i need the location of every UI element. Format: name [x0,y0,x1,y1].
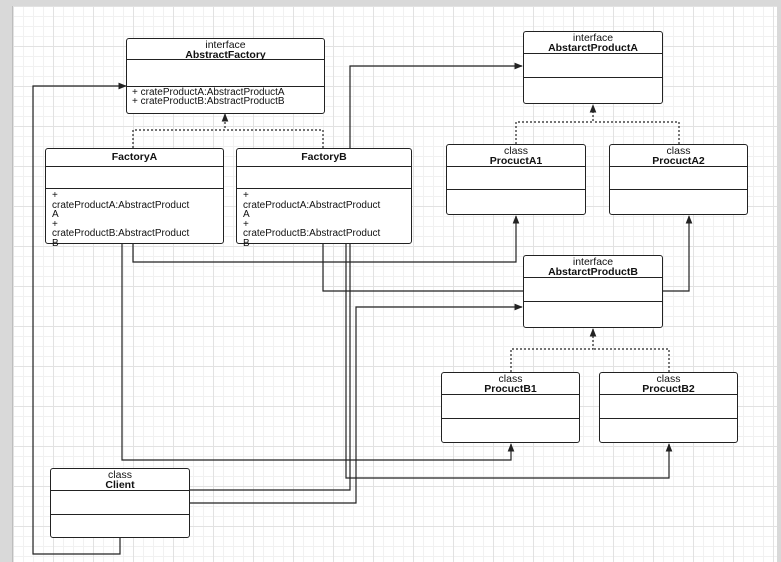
assoc-factoryb-producta2 [322,215,693,292]
client-box[interactable]: class Client [50,468,190,538]
abstract-factory-name: AbstractFactory [185,49,266,61]
assoc-client-abstractproductb [188,303,523,504]
factory-a-ops: + crateProductA:AbstractProduct A + crat… [52,190,190,249]
client-stereotype: class [108,469,132,481]
abstract-factory-ops: + crateProductA:AbstractProductA + crate… [132,87,285,107]
factory-a-name: FactoryA [111,151,158,163]
product-a1-stereotype: class [504,145,528,157]
assoc-factorya-producta1 [132,215,520,263]
product-a2-box[interactable]: class ProcuctA2 [609,144,748,215]
abstract-product-b-box[interactable]: interface AbstarctProductB [523,255,663,328]
factory-b-ops: + crateProductA:AbstractProduct A + crat… [243,190,381,249]
assoc-factoryb-productb2 [345,243,673,479]
factory-a-box[interactable]: FactoryA + crateProductA:AbstractProduct… [45,148,224,248]
assoc-client-abstractfactory [32,82,127,555]
product-b2-box[interactable]: class ProcuctB2 [599,372,738,443]
realization-productb2 [593,348,670,372]
realization-producta2 [593,121,680,144]
realization-productb1 [510,328,597,372]
product-a2-stereotype: class [666,145,691,157]
abstract-factory-box[interactable]: interface AbstractFactory + crateProduct… [126,38,325,114]
product-b1-name: ProcuctB1 [484,383,537,395]
abstract-product-b-stereotype: interface [572,256,614,268]
factory-b-box[interactable]: FactoryB + crateProductA:AbstractProduct… [236,148,412,248]
product-a2-name: ProcuctA2 [652,155,705,167]
realization-factorya [132,113,229,148]
assoc-client-abstractproducta [188,62,523,491]
factory-b-name: FactoryB [301,151,347,163]
abstract-product-a-stereotype: interface [572,32,614,44]
assoc-factorya-productb1 [121,243,515,461]
abstract-product-a-box[interactable]: interface AbstarctProductA [523,31,663,104]
realization-factoryb [225,129,324,148]
client-name: Client [105,479,135,491]
product-b1-box[interactable]: class ProcuctB1 [441,372,580,443]
abstract-product-b-name: AbstarctProductB [548,266,638,278]
product-b2-stereotype: class [656,373,681,385]
realization-producta1 [515,104,597,144]
product-b2-name: ProcuctB2 [642,383,695,395]
product-a1-box[interactable]: class ProcuctA1 [446,144,586,215]
abstract-factory-stereotype: interface [205,39,246,51]
product-b1-stereotype: class [498,373,523,385]
abstract-product-a-name: AbstarctProductA [548,42,638,54]
product-a1-name: ProcuctA1 [489,155,543,167]
